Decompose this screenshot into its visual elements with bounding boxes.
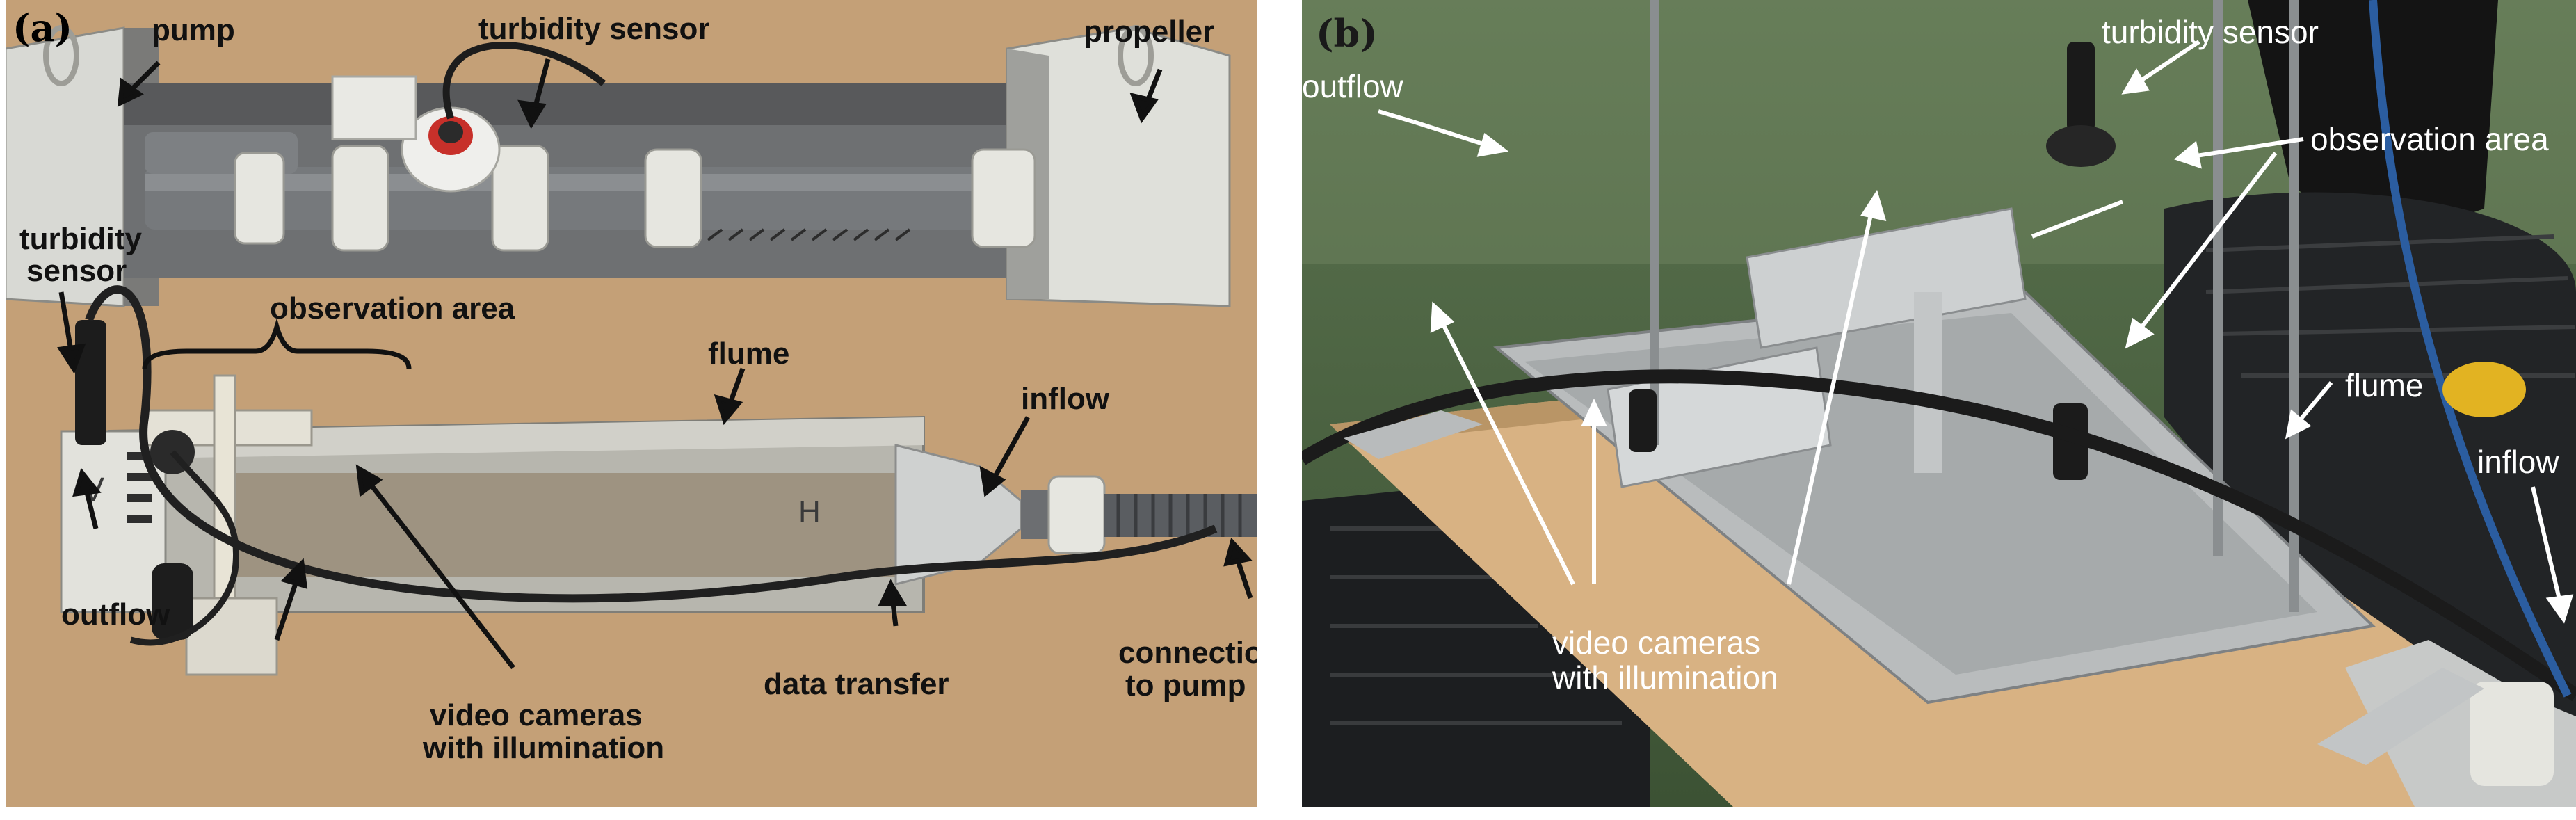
pole-2 <box>2213 0 2223 556</box>
pole-1 <box>1650 0 1659 445</box>
label-inflow: inflow <box>1021 382 1110 416</box>
cable-chain <box>1302 369 2576 702</box>
side-turbidity-sensor <box>75 320 106 445</box>
ramp-right <box>2317 668 2484 765</box>
junction-box <box>331 75 417 140</box>
sensor-cable <box>442 42 606 120</box>
label-outflow: outflow <box>61 597 170 632</box>
label-video-2: with illumination <box>423 731 665 765</box>
corrugated-hose <box>1104 494 1257 537</box>
flume-mark-h: H <box>798 495 821 529</box>
observation-area-brace <box>142 318 412 369</box>
panel-label-a: (a) <box>13 6 73 50</box>
label-b-flume: flume <box>2345 367 2424 403</box>
label-b-outflow: outflow <box>1302 68 1403 104</box>
label-b-turbidity-sensor: turbidity sensor <box>2102 14 2319 50</box>
panel-a-photo: V H <box>6 0 1257 807</box>
photo-panel-b: (b) turbidity sensor outflow observation… <box>1302 0 2576 807</box>
label-b-observation-area: observation area <box>2310 121 2549 157</box>
panel-label-b: (b) <box>1316 11 1378 56</box>
annotation-arrows-b <box>1378 40 2574 624</box>
label-pump: pump <box>152 13 235 47</box>
label-data-transfer: data transfer <box>764 667 949 701</box>
pipe-couplings <box>234 145 1036 252</box>
label-turbidity-sensor-top: turbidity sensor <box>478 12 710 46</box>
blue-rope <box>2369 0 2572 698</box>
label-turbidity-side-2: sensor <box>26 254 127 288</box>
photo-panel-a: V H <box>6 0 1257 807</box>
ramp-left <box>1344 410 1483 459</box>
camera-bottom <box>152 563 193 640</box>
label-observation-area: observation area <box>270 291 515 325</box>
carabiners <box>43 25 1154 86</box>
label-flume: flume <box>708 337 790 371</box>
label-propeller: propeller <box>1084 15 1215 49</box>
label-connection-1: connection <box>1118 636 1257 670</box>
label-b-video-1: video cameras <box>1552 625 1761 661</box>
label-video-1: video cameras <box>430 698 643 732</box>
buoy <box>2248 0 2498 250</box>
label-b-inflow: inflow <box>2477 444 2559 480</box>
label-connection-2: to pump <box>1125 668 1246 702</box>
camera-b-1 <box>1629 389 1657 452</box>
annotation-arrows-a <box>57 58 1253 670</box>
label-b-video-2: with illumination <box>1552 659 1778 696</box>
yellow-float <box>2442 362 2526 417</box>
pontoon-tires <box>2164 192 2576 807</box>
label-turbidity-side-1: turbidity <box>19 222 142 256</box>
turbidity-sensor-b <box>2067 42 2095 132</box>
pole-3 <box>2289 0 2299 612</box>
panel-b-photo <box>1302 0 2576 807</box>
